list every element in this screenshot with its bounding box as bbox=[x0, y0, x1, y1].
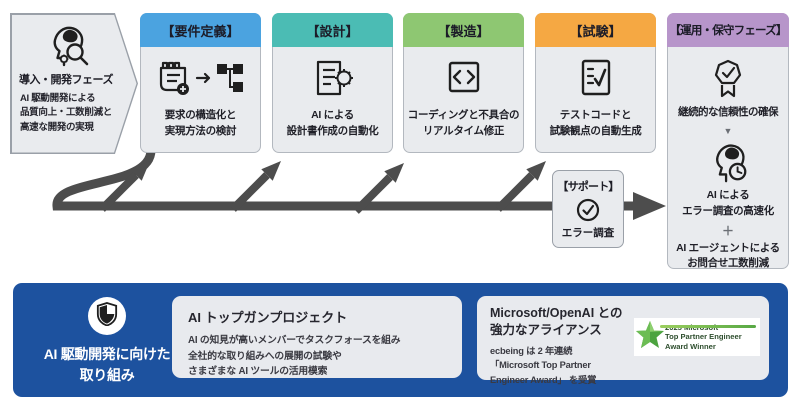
shield-circle bbox=[88, 297, 126, 335]
ai-head-clock-icon bbox=[703, 139, 753, 185]
phase-description-requirements: 要求の構造化と 実現方法の検討 bbox=[164, 107, 237, 140]
card-line: AI の知見が高いメンバーでタスクフォースを組み bbox=[188, 335, 401, 346]
support-text: エラー調査 bbox=[561, 227, 615, 239]
phase-box-design: 【設計】 bbox=[272, 13, 393, 153]
phase-line: テストコードと bbox=[559, 109, 632, 121]
footer-left-section: AI 駆動開発に向けた 取り組み bbox=[31, 295, 183, 386]
main-flow-arrowhead bbox=[633, 192, 666, 220]
operation-ai-speedup-text: AI による エラー調査の高速化 bbox=[682, 188, 774, 220]
phase-header-testing: 【試験】 bbox=[535, 13, 656, 47]
topgun-card-title: AI トップガンプロジェクト bbox=[188, 310, 348, 325]
phase-box-operation: 【運用・保守フェーズ】 継続的な信頼性の確保 ▼ AI bbox=[667, 13, 789, 269]
alliance-card-body: ecbeing は 2 年連続 「Microsoft Top Partner E… bbox=[490, 344, 756, 387]
operation-caption: 継続的な信頼性の確保 bbox=[678, 106, 779, 118]
badge-swoosh bbox=[660, 325, 756, 328]
badge-line: Award Winner bbox=[665, 341, 716, 351]
alliance-card-title: Microsoft/OpenAI との 強力なアライアンス bbox=[490, 305, 756, 339]
phase-description-manufacturing: コーディングと不具合の リアルタイム修正 bbox=[407, 107, 520, 140]
phase-line: AI による bbox=[311, 109, 354, 121]
phase-body-design: AI による 設計書作成の自動化 bbox=[273, 47, 392, 148]
alliance-title-line: 強力なアライアンス bbox=[490, 322, 602, 337]
checklist-icon bbox=[574, 56, 618, 100]
plus-sign: ＋ bbox=[721, 223, 734, 238]
branch-arrow-testing bbox=[495, 161, 546, 212]
phase-body-requirements: 要求の構造化と 実現方法の検討 bbox=[141, 47, 260, 148]
topgun-card-body: AI の知見が高いメンバーでタスクフォースを組み 全社的な取り組みへの展開の試験… bbox=[188, 333, 446, 380]
phase-body-operation: 継続的な信頼性の確保 ▼ AI による エラー調査の高速化 ＋ AI エージェン… bbox=[668, 47, 788, 280]
intro-line: 高速な開発の実現 bbox=[19, 121, 94, 133]
operation-line: AI エージェントによる bbox=[676, 241, 780, 254]
card-line: 全社的な取り組みへの展開の試験や bbox=[188, 350, 342, 362]
intro-phase-title: 導入・開発フェーズ bbox=[19, 73, 113, 86]
intro-line: AI 駆動開発による bbox=[19, 92, 96, 104]
phase-box-testing: 【試験】 テストコードと 試験観点の自動生成 bbox=[535, 13, 656, 153]
card-line: さまざまな AI ツールの活用模索 bbox=[188, 366, 328, 378]
operation-line: AI による bbox=[706, 189, 750, 201]
phase-line: コーディングと不具合の bbox=[407, 109, 520, 121]
branch-arrow-requirements bbox=[99, 161, 150, 212]
check-circle-icon bbox=[575, 197, 601, 223]
footer-title-line: AI 駆動開発に向けた bbox=[43, 346, 171, 362]
phase-line: 試験観点の自動生成 bbox=[549, 125, 642, 138]
phase-box-manufacturing: 【製造】 コーディングと不具合の リアルタイム修正 bbox=[403, 13, 524, 153]
intro-line: 品質向上・工数削減と bbox=[19, 107, 112, 119]
card-line: 「Microsoft Top Partner bbox=[490, 360, 591, 371]
alliance-title-line: Microsoft/OpenAI との bbox=[490, 306, 623, 320]
phase-header-design: 【設計】 bbox=[272, 13, 393, 47]
operation-agent-text: AI エージェントによる お問合せ工数削減 bbox=[676, 241, 780, 273]
shield-icon bbox=[96, 301, 118, 331]
phase-line: 実現方法の検討 bbox=[164, 125, 237, 138]
support-label: 【サポート】 bbox=[557, 181, 619, 193]
phase-description-testing: テストコードと 試験観点の自動生成 bbox=[550, 107, 642, 140]
phase-header-requirements: 【要件定義】 bbox=[140, 13, 261, 47]
down-arrow-icon: ▼ bbox=[723, 126, 733, 136]
branch-arrow-design bbox=[230, 161, 281, 212]
phase-body-manufacturing: コーディングと不具合の リアルタイム修正 bbox=[404, 47, 523, 148]
phase-line: 設計書作成の自動化 bbox=[286, 125, 379, 138]
footer-left-title: AI 駆動開発に向けた 取り組み bbox=[31, 344, 183, 386]
ai-head-magnifier-icon bbox=[40, 21, 92, 69]
topgun-project-card: AI トップガンプロジェクト AI の知見が高いメンバーでタスクフォースを組み … bbox=[172, 296, 462, 378]
phase-description-design: AI による 設計書作成の自動化 bbox=[287, 107, 379, 140]
support-box: 【サポート】 エラー調査 bbox=[552, 170, 624, 248]
footer-title-line: 取り組み bbox=[79, 367, 135, 383]
intro-phase-shape: 導入・開発フェーズ AI 駆動開発による 品質向上・工数削減と 高速な開発の実現 bbox=[10, 13, 138, 154]
operation-line: お問合せ工数削減 bbox=[687, 257, 769, 270]
phase-header-operation: 【運用・保守フェーズ】 bbox=[667, 13, 789, 47]
main-flow-arrow-line bbox=[52, 149, 633, 211]
footer-panel: AI 駆動開発に向けた 取り組み AI トップガンプロジェクト AI の知見が高… bbox=[13, 283, 788, 397]
alliance-card: Microsoft/OpenAI との 強力なアライアンス ecbeing は … bbox=[477, 296, 769, 385]
phase-box-requirements: 【要件定義】 bbox=[140, 13, 261, 153]
document-gear-icon bbox=[308, 56, 358, 100]
phase-line: 要求の構造化と bbox=[164, 109, 237, 121]
phase-line: リアルタイム修正 bbox=[422, 125, 505, 138]
badge-line: Top Partner Engineer bbox=[665, 332, 742, 342]
code-brackets-icon bbox=[442, 56, 486, 100]
intro-phase-box: 導入・開発フェーズ AI 駆動開発による 品質向上・工数削減と 高速な開発の実現 bbox=[11, 14, 137, 153]
branch-arrow-manufacturing bbox=[353, 163, 404, 214]
ms-top-partner-award-badge: 2025 Microsoft Top Partner Engineer Awar… bbox=[634, 318, 760, 356]
phase-body-testing: テストコードと 試験観点の自動生成 bbox=[536, 47, 655, 148]
green-star-icon bbox=[635, 319, 665, 356]
requirements-structuring-icon bbox=[155, 56, 247, 100]
card-line: Engineer Award」 を受賞 bbox=[490, 374, 597, 385]
phase-header-manufacturing: 【製造】 bbox=[403, 13, 524, 47]
operation-line: エラー調査の高速化 bbox=[682, 204, 774, 217]
intro-phase-description: AI 駆動開発による 品質向上・工数削減と 高速な開発の実現 bbox=[20, 92, 112, 136]
ribbon-award-icon bbox=[708, 58, 748, 100]
card-line: ecbeing は 2 年連続 bbox=[490, 345, 573, 356]
